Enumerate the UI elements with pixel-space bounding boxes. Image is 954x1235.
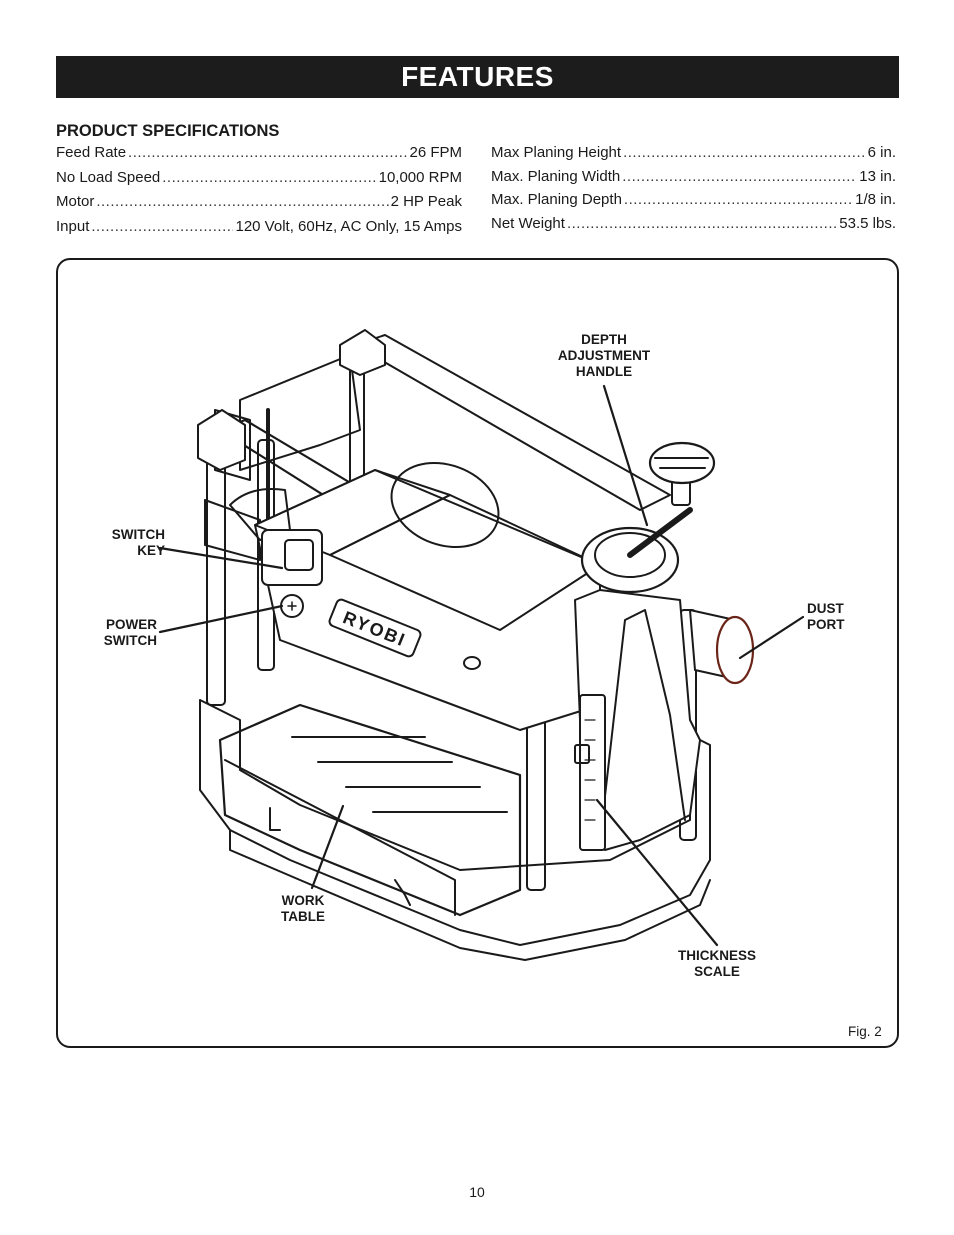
depth-dial-inner (594, 532, 666, 578)
spec-value: 26 FPM (409, 144, 462, 161)
depth-handle-knob-grip (654, 457, 709, 469)
spec-row-no-load-speed: No Load Speed 10,000 RPM (56, 166, 462, 191)
spec-value: 6 in. (867, 144, 896, 161)
page-number: 10 (469, 1184, 485, 1200)
work-table-front-edge (224, 759, 456, 916)
dust-port-opening (715, 615, 755, 685)
vent-oval (463, 656, 481, 670)
thickness-scale-plate (579, 694, 606, 851)
leader-switch-key (158, 546, 284, 570)
work-table-notch-right (394, 879, 411, 906)
spec-value: 53.5 lbs. (839, 215, 896, 233)
page-title: FEATURES (401, 61, 554, 92)
callout-thickness-scale: THICKNESS SCALE (677, 948, 756, 979)
power-switch-mark (287, 601, 297, 611)
leader-depth-handle (602, 384, 649, 527)
depth-handle-knob (648, 441, 716, 485)
leader-dust-port (738, 615, 805, 660)
spec-label: Net Weight (491, 215, 565, 233)
spec-label: Feed Rate (56, 144, 127, 161)
spec-label: Max. Planing Width (491, 167, 621, 185)
callout-power-switch: POWER SWITCH (103, 617, 157, 648)
spec-row-max-planing-height: Max Planing Height 6 in. (491, 141, 896, 165)
handle-cap-front-left (197, 409, 246, 471)
base-frame-outline (199, 699, 711, 946)
spec-label: Max. Planing Depth (491, 191, 622, 209)
spec-row-max-planing-depth: Max. Planing Depth 1/8 in. (491, 188, 896, 212)
spec-row-net-weight: Net Weight 53.5 lbs. (491, 212, 896, 236)
thickness-pointer (574, 744, 590, 764)
handle-cap-rear-left (339, 329, 386, 376)
spec-value: 1/8 in. (855, 191, 896, 209)
features-header-bar: FEATURES (56, 56, 899, 98)
figure-frame (56, 258, 899, 1048)
brand-plate (328, 598, 422, 658)
motor-cylinder (390, 461, 500, 549)
switch-housing (261, 529, 323, 586)
leader-work-table (310, 804, 345, 890)
figure-caption: Fig. 2 (848, 1024, 882, 1039)
callout-dust-port: DUST PORT (807, 601, 845, 632)
spec-value: 2 HP Peak (390, 193, 462, 210)
callout-work-table: WORK TABLE (281, 893, 325, 924)
left-side-plate (204, 499, 261, 561)
specs-right-column: Max Planing Height 6 in. Max. Planing Wid… (491, 141, 896, 236)
spec-value: 10,000 RPM (378, 168, 462, 186)
spec-label: Motor (56, 193, 95, 210)
spec-value: 13 in. (859, 167, 896, 185)
spec-row-max-planing-width: Max. Planing Width 13 in. (491, 165, 896, 189)
callout-switch-key: SWITCH KEY (111, 527, 165, 558)
depth-handle-crank (627, 507, 693, 558)
product-specifications-title: PRODUCT SPECIFICATIONS (56, 122, 280, 140)
left-front-column (206, 459, 226, 706)
motor-cap-left (229, 488, 291, 541)
spec-label: Input (56, 217, 90, 235)
leader-thickness-scale (595, 798, 719, 947)
spec-row-input: Input 120 Volt, 60Hz, AC Only, 15 Amps (56, 215, 462, 240)
work-table-notch (269, 807, 281, 831)
leader-power-switch (158, 604, 284, 634)
work-table (218, 703, 522, 917)
spec-label: Max Planing Height (491, 144, 622, 161)
spec-row-feed-rate: Feed Rate 26 FPM (56, 141, 462, 166)
right-pillar-arch (599, 609, 686, 841)
spec-label: No Load Speed (56, 168, 161, 186)
spec-value: 120 Volt, 60Hz, AC Only, 15 Amps (235, 217, 462, 235)
switch-key-body (284, 539, 314, 571)
motor-housing (254, 469, 601, 731)
callout-depth-adjustment-handle: DEPTH ADJUSTMENT HANDLE (557, 332, 651, 379)
spec-row-motor: Motor 2 HP Peak (56, 190, 462, 215)
depth-dial (580, 526, 680, 594)
specs-left-column: Feed Rate26 FPM No Load Speed10,000 RPM … (56, 141, 462, 239)
